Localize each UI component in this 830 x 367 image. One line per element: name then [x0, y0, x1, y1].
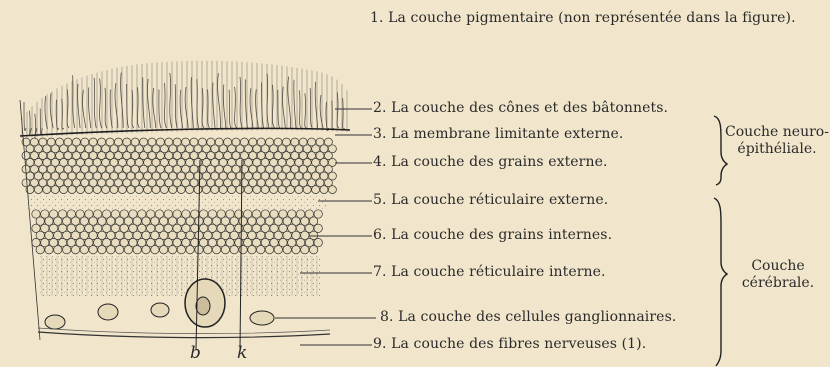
label-nerve-fibers: 9. La couche des fibres nerveuses (1). [373, 336, 646, 352]
label-outer-nuclear: 4. La couche des grains externe. [373, 154, 608, 170]
letter-k: k [237, 343, 247, 363]
group-neuro-line2: épithéliale. [724, 141, 830, 158]
cones-rods-layer [20, 61, 350, 138]
label-inner-plexiform: 7. La couche réticulaire interne. [373, 264, 606, 280]
group-cerebral-line1: Couche [733, 258, 823, 275]
label-inner-nuclear: 6. La couche des grains internes. [373, 227, 612, 243]
group-neuro-line1: Couche neuro- [724, 124, 830, 141]
group-cerebral-line2: cérébrale. [733, 275, 823, 292]
label-external-limiting-membrane: 3. La membrane limitante externe. [373, 126, 623, 142]
group-neuro-epithelial: Couche neuro- épithéliale. [724, 124, 830, 158]
outer-nuclear-layer [22, 138, 336, 194]
group-cerebral: Couche cérébrale. [733, 258, 823, 292]
label-pigment-layer: 1. La couche pigmentaire (non représenté… [370, 10, 796, 26]
label-outer-plexiform: 5. La couche réticulaire externe. [373, 192, 608, 208]
letter-b: b [190, 343, 201, 363]
label-ganglion-cells: 8. La couche des cellules ganglionnaires… [380, 309, 676, 325]
label-cones-rods: 2. La couche des cônes et des bâtonnets. [373, 100, 668, 116]
inner-nuclear-layer [32, 210, 323, 254]
outer-plexiform-layer [28, 196, 328, 210]
nerve-fiber-layer [38, 332, 330, 338]
